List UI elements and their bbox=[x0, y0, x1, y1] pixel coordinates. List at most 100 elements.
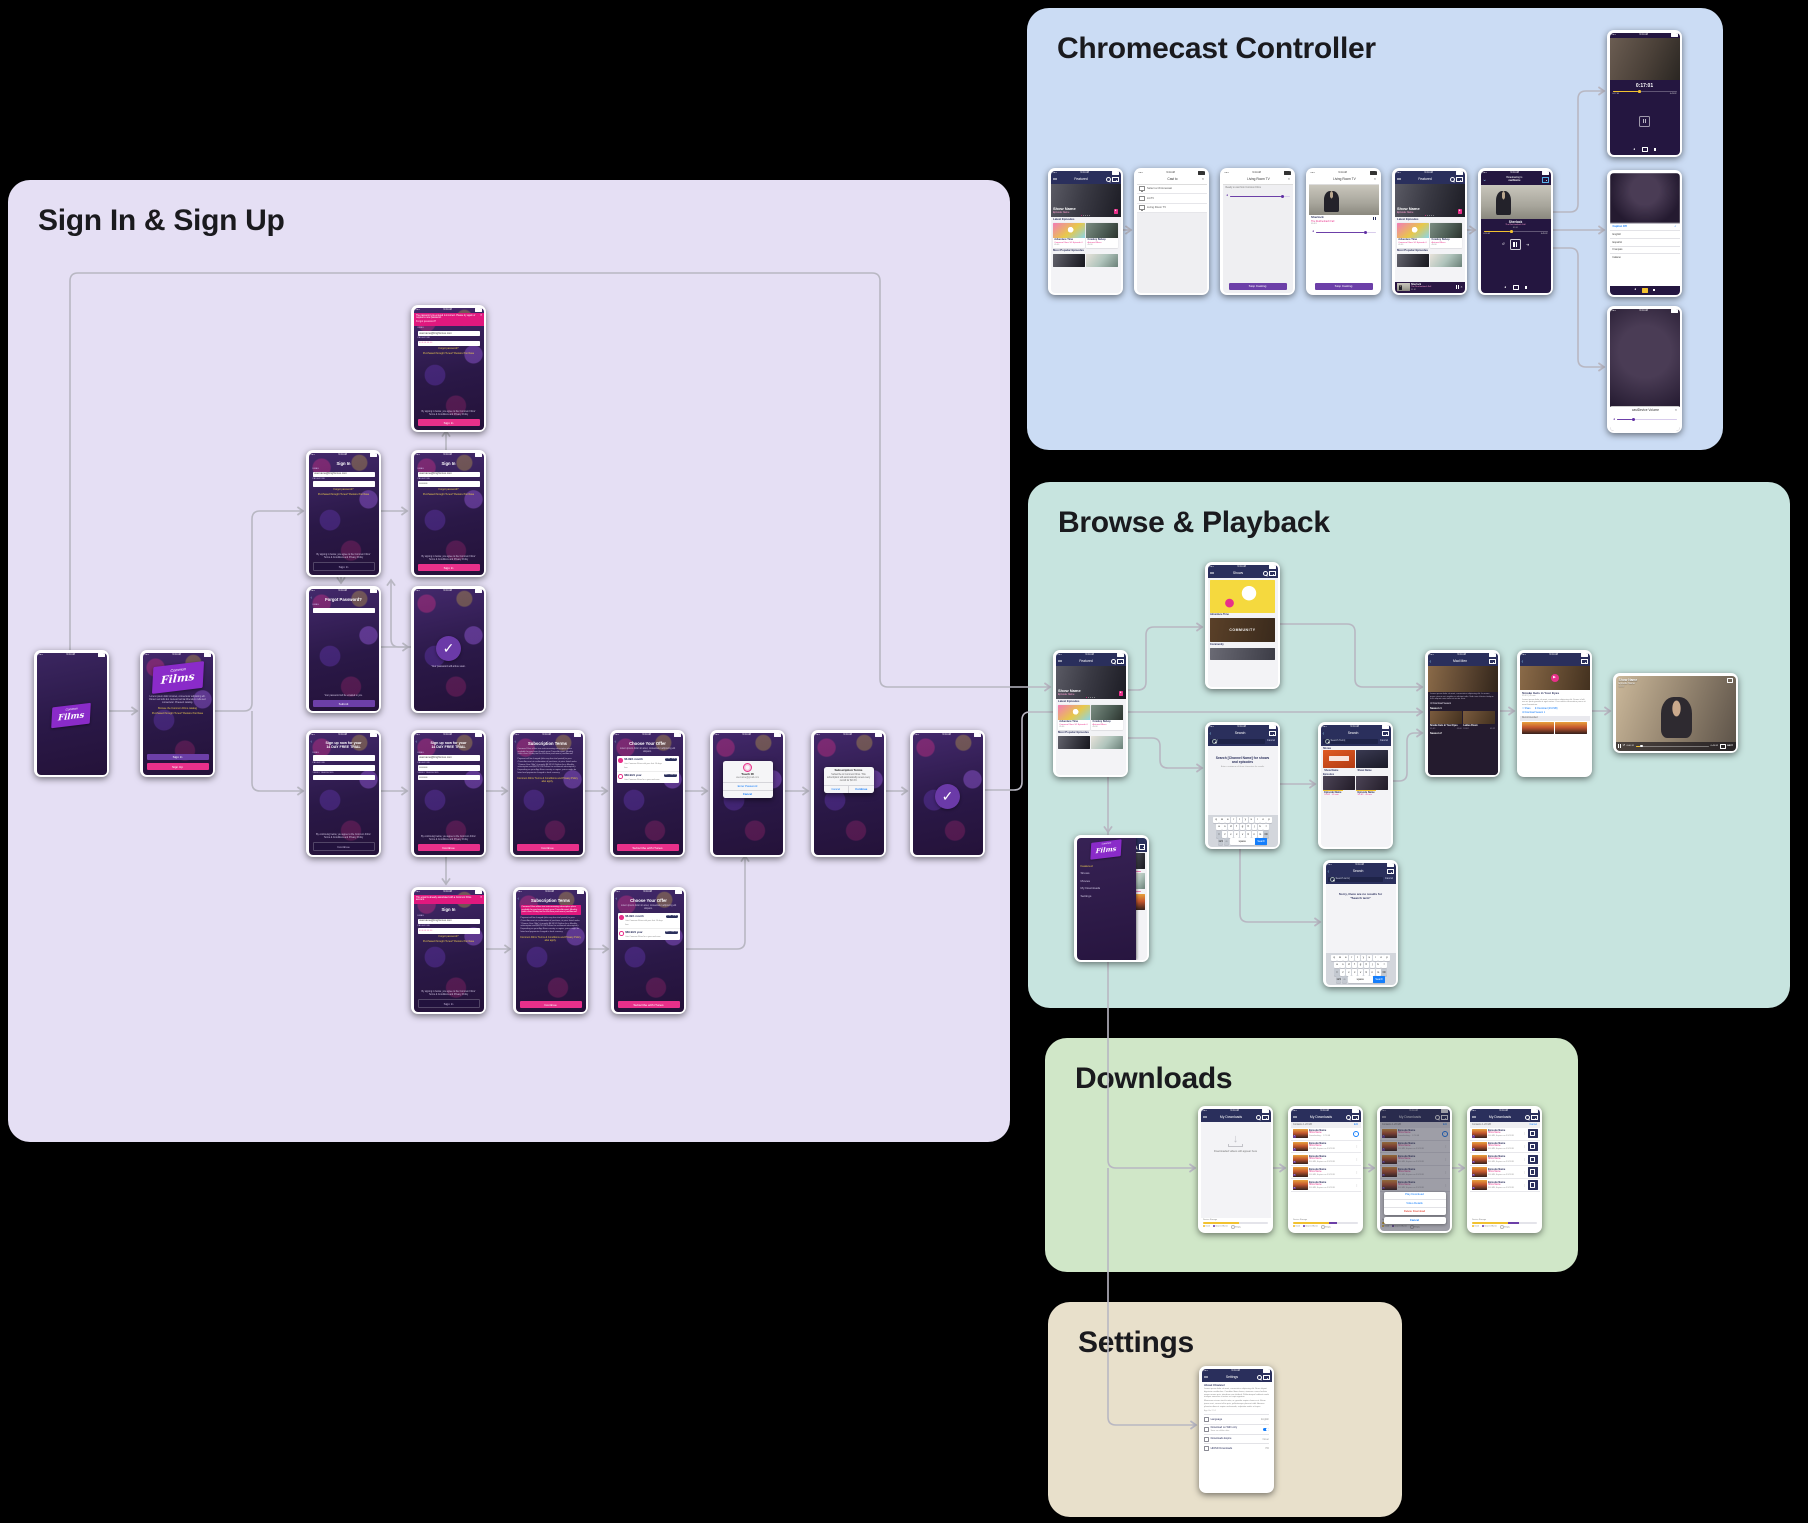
play-icon[interactable]: ▸ bbox=[1113, 208, 1118, 214]
key-q[interactable]: q bbox=[1331, 954, 1337, 962]
menu-item-movies[interactable]: Movies bbox=[1080, 878, 1091, 883]
sign-in-button[interactable]: Sign In bbox=[312, 562, 375, 571]
more-icon[interactable]: ⋮ bbox=[1355, 1157, 1359, 1162]
key-o[interactable]: o bbox=[1260, 816, 1266, 824]
menu-icon[interactable] bbox=[1471, 1116, 1476, 1119]
search-icon[interactable] bbox=[1262, 570, 1268, 576]
caption-option[interactable]: Français bbox=[1609, 245, 1680, 254]
restore-purchase-link[interactable]: Purchased through iTunes? Restore Purcha… bbox=[422, 352, 475, 356]
continue-button[interactable]: Continue bbox=[519, 1001, 582, 1008]
episode-thumbnail[interactable] bbox=[1397, 253, 1429, 267]
key-w[interactable]: w bbox=[1219, 816, 1225, 824]
more-icon[interactable]: ⋮ bbox=[1444, 1182, 1448, 1187]
continue-button[interactable]: Continue bbox=[312, 842, 375, 851]
sheet-action[interactable]: Delete Download bbox=[1383, 1207, 1446, 1215]
password-field[interactable]: ••••••••• bbox=[417, 481, 480, 487]
forgot-password-link[interactable]: Forgot password? bbox=[333, 487, 354, 491]
cast-icon[interactable] bbox=[1262, 1114, 1269, 1121]
email-field[interactable]: username@brightcove.com bbox=[417, 471, 480, 477]
key-m[interactable]: m bbox=[1375, 969, 1381, 976]
key-f[interactable]: f bbox=[1234, 823, 1240, 831]
more-icon[interactable]: ⋮ bbox=[1522, 1157, 1526, 1162]
enter-password-button[interactable]: Enter Password bbox=[722, 782, 773, 790]
play-icon[interactable]: ▸ bbox=[1457, 208, 1462, 214]
caption-option[interactable]: Italiano bbox=[1609, 253, 1680, 262]
progress-bar[interactable] bbox=[1635, 744, 1710, 748]
key-s[interactable]: s bbox=[1222, 823, 1228, 831]
more-icon[interactable]: ⋮ bbox=[1522, 1170, 1526, 1175]
key-w[interactable]: w bbox=[1337, 954, 1343, 962]
cancel-button[interactable]: Cancel bbox=[1379, 739, 1388, 743]
cast-icon[interactable] bbox=[1117, 658, 1124, 665]
captions-icon[interactable] bbox=[1719, 743, 1726, 749]
back-icon[interactable]: ‹ bbox=[1521, 658, 1524, 665]
pause-icon[interactable] bbox=[1373, 217, 1376, 226]
terms-link[interactable]: Common Films' Terms & Conditions and Pri… bbox=[517, 776, 578, 783]
pause-button[interactable] bbox=[1509, 238, 1521, 250]
forgot-password-link[interactable]: Forgot password? bbox=[438, 934, 459, 938]
menu-icon[interactable] bbox=[1209, 572, 1214, 575]
cast-icon[interactable] bbox=[1352, 1114, 1359, 1121]
progress-bar[interactable] bbox=[1612, 90, 1677, 93]
restore-purchase-link[interactable]: Purchased through iTunes? Restore Purcha… bbox=[422, 493, 475, 497]
sign-in-button[interactable]: Sign In bbox=[417, 419, 480, 426]
password-field[interactable]: ••••••••• bbox=[417, 340, 480, 346]
volume-icon[interactable]: ◄ bbox=[1503, 284, 1507, 289]
key-p[interactable]: p bbox=[1266, 816, 1272, 824]
more-icon[interactable]: ⋮ bbox=[1522, 1131, 1526, 1136]
play-icon[interactable]: ▸ bbox=[1118, 690, 1123, 696]
delete-button[interactable] bbox=[1527, 1167, 1538, 1177]
cast-icon[interactable] bbox=[1542, 177, 1549, 183]
more-icon[interactable]: ⋮ bbox=[1355, 1144, 1359, 1149]
key-p[interactable]: p bbox=[1384, 954, 1390, 962]
delete-button[interactable] bbox=[1527, 1128, 1538, 1139]
search-input[interactable]: Search Term| bbox=[1323, 738, 1378, 744]
close-icon[interactable]: × bbox=[1373, 177, 1376, 182]
more-icon[interactable]: ⋮ bbox=[1522, 1182, 1526, 1187]
cast-icon[interactable] bbox=[1112, 176, 1119, 183]
shift-key[interactable]: ⇧ bbox=[1334, 969, 1340, 976]
menu-icon[interactable] bbox=[1381, 1116, 1386, 1119]
close-icon[interactable]: × bbox=[1460, 284, 1463, 289]
radio-icon[interactable] bbox=[619, 931, 624, 936]
more-icon[interactable]: ⋮ bbox=[1355, 1182, 1359, 1187]
cancel-button[interactable]: Cancel bbox=[831, 786, 841, 791]
emoji-key[interactable]: ☺ bbox=[1223, 838, 1230, 845]
cast-icon[interactable] bbox=[1269, 570, 1276, 577]
menu-item-settings[interactable]: Settings bbox=[1080, 893, 1092, 898]
password-sent-mockup[interactable]: ●●●9:41 AM✓Your password will arrive soo… bbox=[411, 586, 486, 713]
key-a[interactable]: a bbox=[1334, 961, 1340, 969]
email-field[interactable]: username@brightcove.com bbox=[417, 330, 480, 336]
radio-icon[interactable] bbox=[618, 758, 623, 763]
key-j[interactable]: j bbox=[1251, 823, 1257, 831]
menu-icon[interactable] bbox=[1202, 1116, 1207, 1119]
backspace-key[interactable]: ⌫ bbox=[1381, 969, 1387, 976]
search-icon[interactable] bbox=[1449, 176, 1455, 182]
